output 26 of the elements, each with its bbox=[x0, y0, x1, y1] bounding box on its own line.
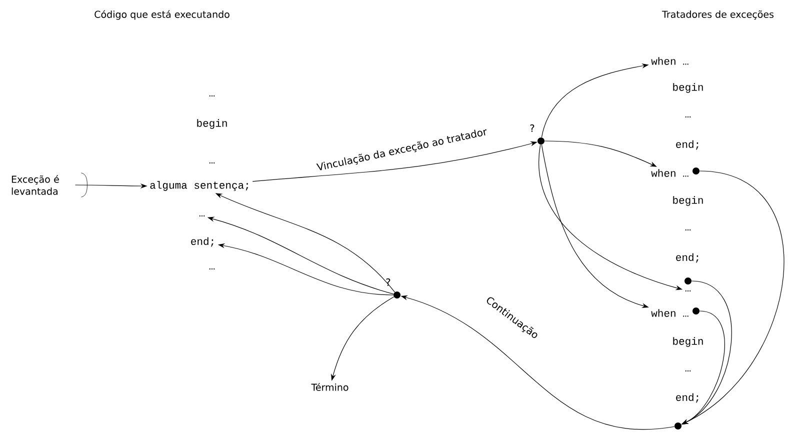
code-line: … bbox=[685, 229, 691, 231]
junction-dot bbox=[684, 278, 692, 284]
code-line: alguma sentença; bbox=[150, 181, 248, 191]
caption-text: Término bbox=[311, 383, 348, 391]
code-line: begin bbox=[673, 83, 703, 93]
column-heading: Código que está executando bbox=[94, 10, 230, 20]
column-heading: Tratadores de exceções bbox=[662, 10, 774, 20]
code-line: when … bbox=[651, 309, 688, 317]
code-line: … bbox=[685, 370, 691, 372]
junction-dot bbox=[692, 308, 700, 314]
junction-dot bbox=[692, 168, 700, 174]
node-label: ? bbox=[386, 278, 390, 286]
code-line: … bbox=[209, 95, 215, 97]
code-line: … bbox=[685, 116, 691, 118]
junction-dot bbox=[674, 422, 682, 430]
code-line: when … bbox=[651, 57, 688, 65]
code-line: … bbox=[685, 290, 691, 292]
code-line: when … bbox=[651, 169, 688, 177]
caption-text: Exceção é levantada bbox=[12, 175, 59, 195]
code-line: … bbox=[209, 268, 215, 270]
node-label: ? bbox=[530, 124, 534, 132]
code-line: begin bbox=[673, 196, 703, 206]
code-line: begin bbox=[197, 119, 227, 129]
code-line: … bbox=[199, 215, 205, 217]
code-line: end; bbox=[191, 237, 214, 247]
code-line: … bbox=[209, 162, 215, 164]
